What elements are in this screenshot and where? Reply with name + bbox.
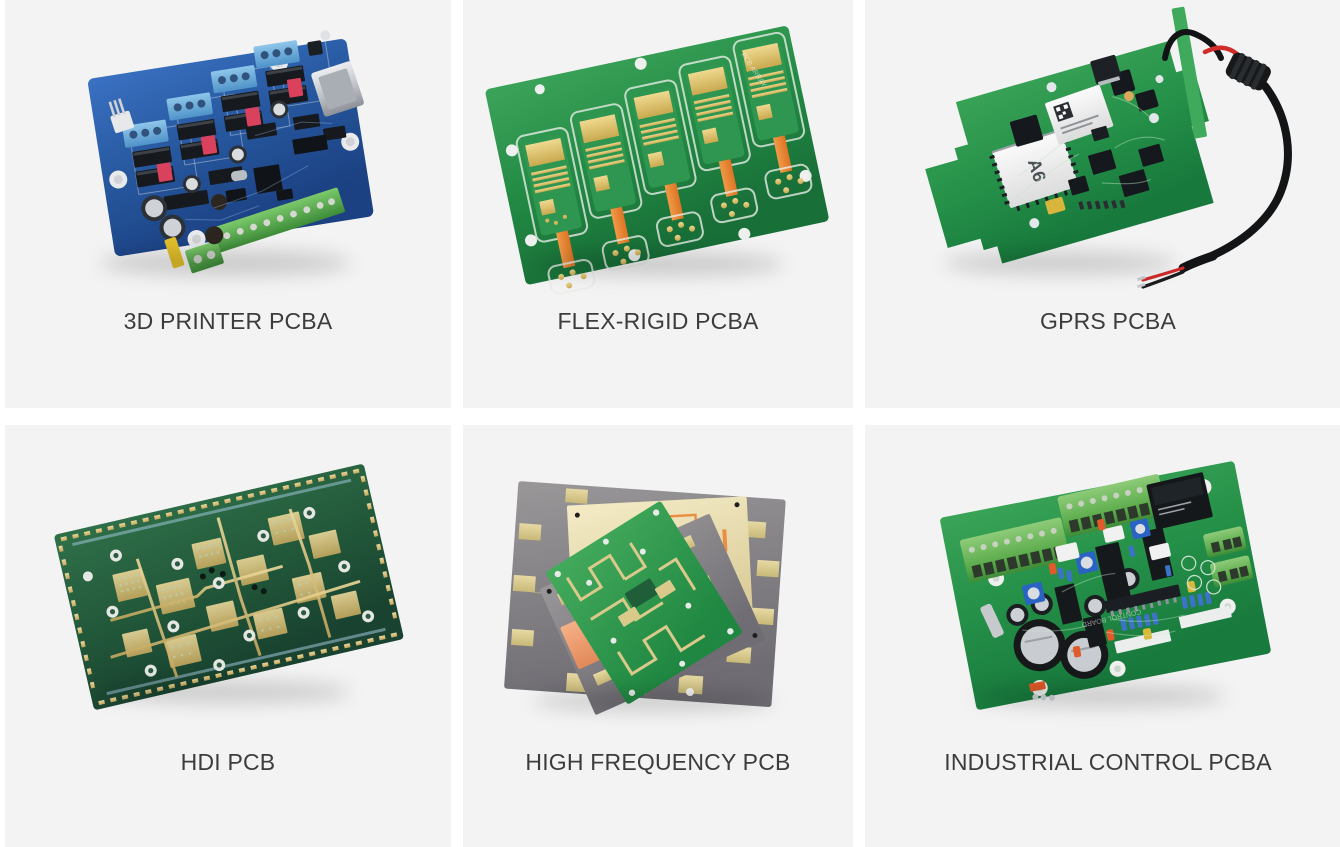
product-image-hdi-pcb[interactable]	[5, 433, 451, 733]
dc-power-cable	[1136, 29, 1292, 289]
pcb-illustration-gprs: A6	[925, 6, 1292, 289]
product-image-industrial-control-pcba[interactable]: CONTROL BOARD	[865, 433, 1340, 733]
product-caption-gprs-pcba: GPRS PCBA	[1039, 308, 1176, 334]
product-image-flex-rigid-pcba[interactable]: PCB ARRAY	[463, 0, 853, 300]
pcb-illustration-hdi	[54, 464, 404, 710]
pcb-illustration-3d-printer	[88, 30, 374, 274]
product-caption-industrial-control-pcba: INDUSTRIAL CONTROL PCBA	[944, 749, 1272, 775]
pcb-illustration-flex-rigid: PCB ARRAY	[485, 26, 829, 295]
product-caption-3d-printer-pcba: 3D PRINTER PCBA	[123, 308, 333, 334]
product-caption-flex-rigid-pcba: FLEX-RIGID PCBA	[557, 308, 759, 334]
pcb-illustration-industrial-control: CONTROL BOARD	[940, 461, 1271, 710]
product-card-gprs-pcba[interactable]: A6	[865, 0, 1340, 408]
product-card-high-frequency-pcb[interactable]: HIGH FREQUENCY PCB	[463, 425, 853, 847]
product-card-industrial-control-pcba[interactable]: CONTROL BOARD	[865, 425, 1340, 847]
pcb-illustration-high-frequency	[504, 481, 786, 715]
product-card-hdi-pcb[interactable]: HDI PCB	[5, 425, 451, 847]
product-caption-high-frequency-pcb: HIGH FREQUENCY PCB	[525, 749, 791, 775]
product-card-flex-rigid-pcba[interactable]: PCB ARRAY FLEX-RIGID PCBA	[463, 0, 853, 408]
product-card-3d-printer-pcba[interactable]: 3D PRINTER PCBA	[5, 0, 451, 408]
product-image-3d-printer-pcba[interactable]	[5, 0, 451, 300]
product-image-gprs-pcba[interactable]: A6	[865, 0, 1340, 300]
product-image-high-frequency-pcb[interactable]	[463, 433, 853, 733]
product-caption-hdi-pcb: HDI PCB	[180, 749, 276, 775]
product-grid: 3D PRINTER PCBA	[5, 0, 1340, 847]
